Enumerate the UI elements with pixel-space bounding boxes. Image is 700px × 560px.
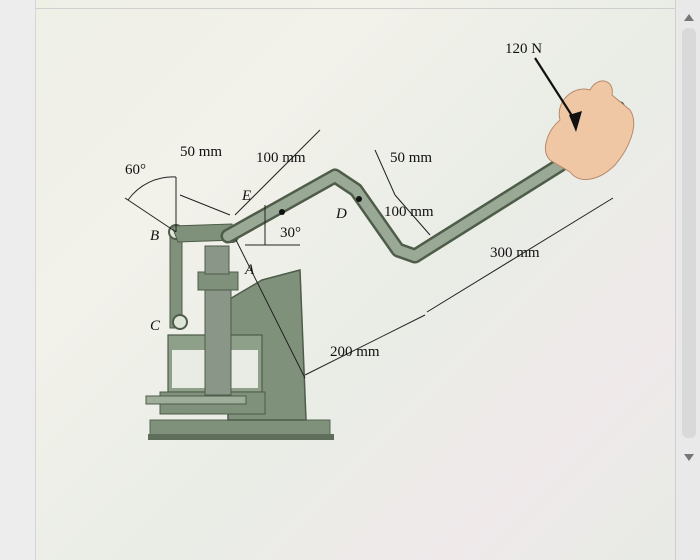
dim-200-label: 200 mm [330,344,380,360]
top-border [35,8,676,9]
point-e-label: E [241,188,251,204]
plunger [204,284,232,396]
dim-100-mid [394,194,431,236]
angle-60-label: 60° [125,162,146,178]
force-arrow-shaft [534,57,577,123]
dim-50-left-label: 50 mm [180,144,222,160]
dim-60-arc [127,176,177,201]
plunger-head [204,245,230,275]
dim-300 [426,197,614,313]
base-plate [149,419,331,437]
point-a-label: A [244,262,255,278]
angle-30-label: 30° [280,225,301,241]
base-shadow [148,434,334,440]
pin-c [172,314,188,330]
point-c-label: C [150,318,161,334]
dim-50-right [374,149,396,196]
lever-hole [279,209,285,215]
workpiece [145,395,247,405]
dim-100-top [234,129,321,216]
force-arrow-head [569,111,582,132]
handle-lever-face [223,160,565,261]
hand [545,80,635,180]
dim-100-top-label: 100 mm [256,150,306,166]
dim-line-a [235,239,306,379]
point-d-dot [356,196,362,202]
dim-300-label: 300 mm [490,245,540,261]
scroll-down-icon[interactable] [684,454,694,461]
point-b-label: B [150,228,159,244]
left-margin [0,0,36,560]
dim-60-line [124,197,177,233]
dim-50-right-label: 50 mm [390,150,432,166]
point-d-label: D [335,206,347,222]
plunger-collar [197,271,239,291]
scrollbar[interactable] [675,0,700,560]
dim-100-mid-label: 100 mm [384,204,434,220]
dim-200 [304,314,426,376]
dim-50-left [179,194,231,216]
force-label: 120 N [505,41,542,57]
link-bc [169,227,183,329]
scroll-thumb[interactable] [682,28,696,438]
scroll-up-icon[interactable] [684,14,694,21]
